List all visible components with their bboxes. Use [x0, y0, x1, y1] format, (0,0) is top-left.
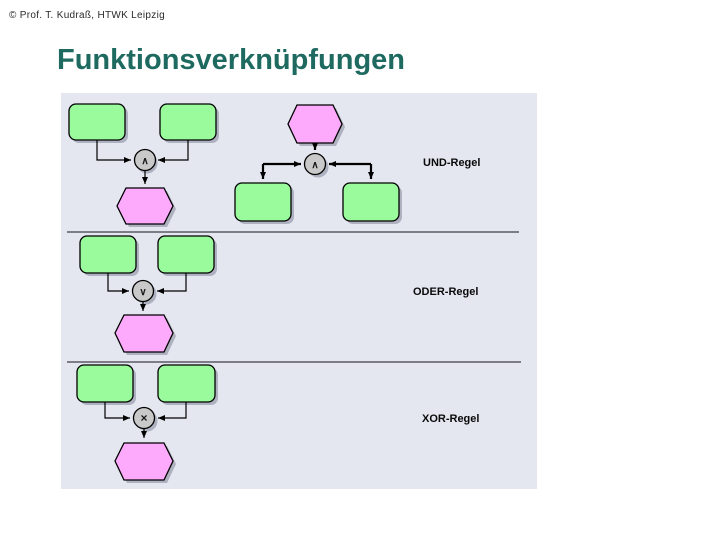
- event-hexagon: [287, 104, 343, 144]
- function-box: [79, 235, 137, 274]
- and-operator-symbol: ∧: [311, 160, 318, 171]
- event-hexagon: [114, 442, 174, 481]
- function-box: [76, 364, 134, 403]
- function-box: [157, 235, 215, 274]
- und-rule-section: ∧ ∧ UND-Regel: [68, 103, 480, 227]
- function-box: [157, 364, 216, 403]
- function-box: [68, 103, 126, 141]
- diagram-panel: ∧ ∧ UND-Regel: [61, 93, 537, 489]
- function-box: [159, 103, 217, 141]
- epc-diagram: ∧ ∧ UND-Regel: [67, 103, 521, 483]
- page-title: Funktionsverknüpfungen: [57, 44, 405, 76]
- function-box: [234, 182, 292, 222]
- and-split-operator: [303, 152, 327, 176]
- connector-arrow: [157, 273, 187, 294]
- connector-arrow: [158, 140, 189, 163]
- or-join-operator: [131, 279, 155, 303]
- xor-operator-symbol: ×: [140, 411, 147, 425]
- oder-rule-section: ∨ ODER-Regel: [79, 235, 478, 355]
- connector-arrow: [107, 273, 129, 294]
- rule-label-xor: XOR-Regel: [422, 413, 479, 425]
- connector-arrow: [96, 140, 131, 163]
- or-operator-symbol: ∨: [139, 287, 146, 298]
- function-box: [342, 182, 400, 222]
- event-hexagon: [116, 187, 174, 225]
- and-operator-symbol: ∧: [141, 156, 148, 167]
- xor-rule-section: × XOR-Regel: [76, 364, 479, 483]
- and-join-operator: [133, 148, 157, 172]
- connector-arrow: [104, 402, 130, 421]
- rule-label-oder: ODER-Regel: [413, 286, 478, 298]
- event-hexagon: [114, 314, 174, 353]
- rule-label-und: UND-Regel: [423, 157, 480, 169]
- xor-join-operator: [132, 406, 156, 430]
- connector-arrow: [158, 402, 187, 421]
- copyright-line: © Prof. T. Kudraß, HTWK Leipzig: [9, 10, 165, 21]
